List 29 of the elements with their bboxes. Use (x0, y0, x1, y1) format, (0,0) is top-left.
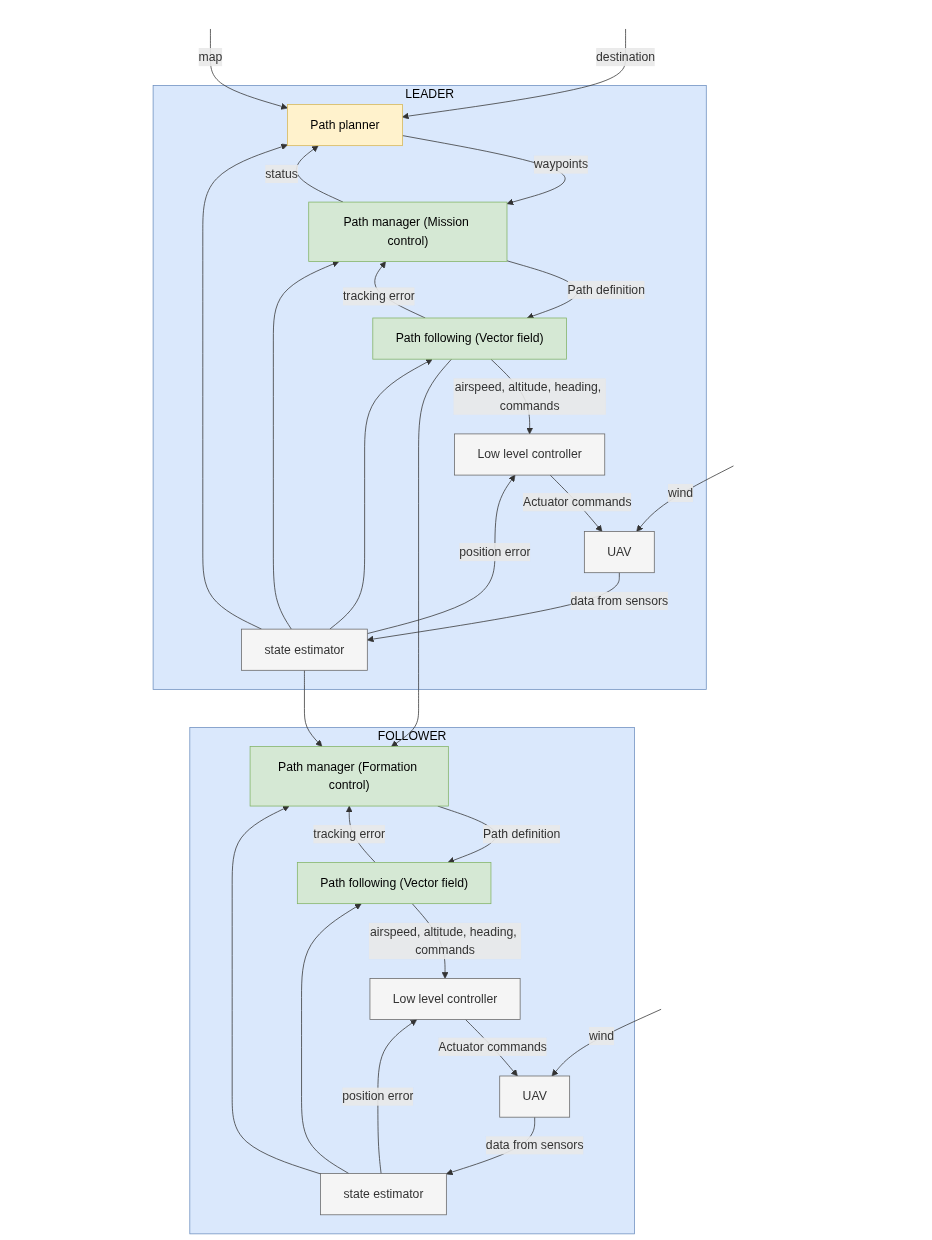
node-box: state estimator (241, 628, 368, 671)
edge-label: wind (589, 1029, 615, 1043)
edge-label: data from sensors (485, 1138, 584, 1152)
node-box: Low level controller (369, 978, 521, 1020)
edge-label: airspeed, altitude, heading, commands (370, 925, 517, 957)
node-box: Path following (Vector field) (297, 862, 492, 905)
edge-label: status (265, 167, 298, 180)
edge-label: airspeed, altitude, heading, commands (454, 380, 602, 412)
node-box: state estimator (320, 1173, 447, 1216)
node-box: Path manager (Formation control) (249, 746, 449, 807)
node-box: UAV (499, 1075, 571, 1118)
edge-label: Actuator commands (523, 495, 632, 509)
edge-label: data from sensors (570, 594, 669, 608)
edge-label: Path definition (483, 827, 561, 841)
edge-label: Path definition (567, 282, 645, 296)
edge-label: Actuator commands (438, 1039, 547, 1053)
edge-label: wind (668, 486, 694, 500)
edge-label: position error (459, 545, 531, 559)
edge-label: tracking error (313, 827, 386, 841)
edge-label: map (198, 50, 223, 64)
node-box: Low level controller (454, 433, 606, 476)
edge-label: destination (596, 50, 656, 64)
edge-label: tracking error (343, 289, 415, 303)
node-box: Path following (Vector field) (372, 317, 567, 360)
node-box: Path manager (Mission control) (308, 201, 508, 262)
edge-label: position error (342, 1089, 414, 1103)
edge-label: waypoints (533, 157, 589, 171)
node-box: UAV (584, 531, 655, 574)
node-box: Path planner (287, 104, 403, 147)
